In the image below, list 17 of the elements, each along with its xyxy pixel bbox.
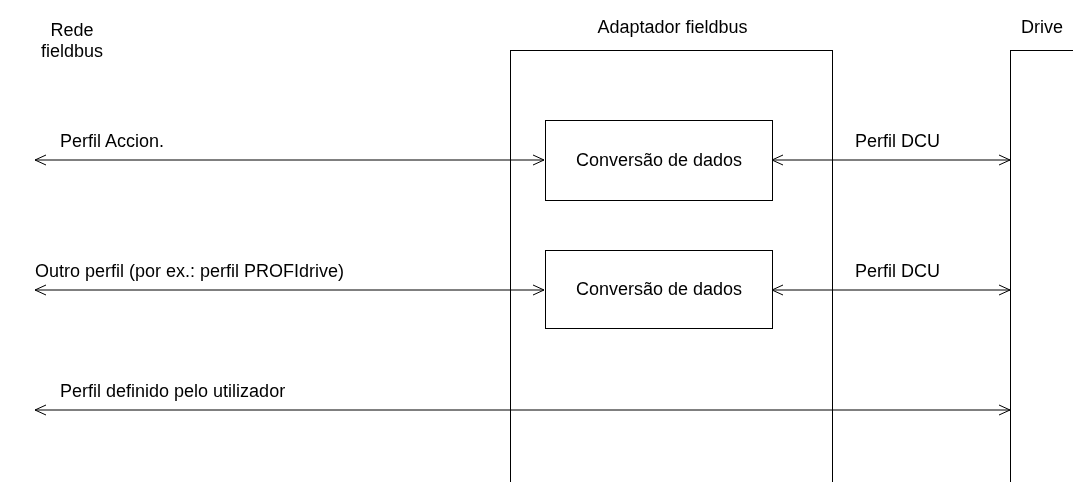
heading-label: Adaptador fieldbus — [596, 17, 749, 38]
double-arrow — [34, 154, 545, 166]
process-box — [545, 120, 773, 201]
heading-label: Drive — [1021, 17, 1063, 38]
edge-label: Perfil DCU — [855, 261, 940, 282]
box-label: Conversão de dados — [575, 279, 743, 300]
process-box — [545, 250, 773, 329]
double-arrow — [771, 284, 1011, 296]
side-label: Rede fieldbus — [39, 20, 104, 62]
edge-label: Perfil Accion. — [60, 131, 165, 152]
double-arrow — [34, 284, 545, 296]
double-arrow — [34, 404, 1011, 416]
double-arrow — [771, 154, 1011, 166]
edge-label: Perfil DCU — [855, 131, 940, 152]
edge-label: Perfil definido pelo utilizador — [60, 381, 286, 402]
box-label: Conversão de dados — [575, 150, 743, 171]
edge-label: Outro perfil (por ex.: perfil PROFIdrive) — [35, 261, 345, 282]
